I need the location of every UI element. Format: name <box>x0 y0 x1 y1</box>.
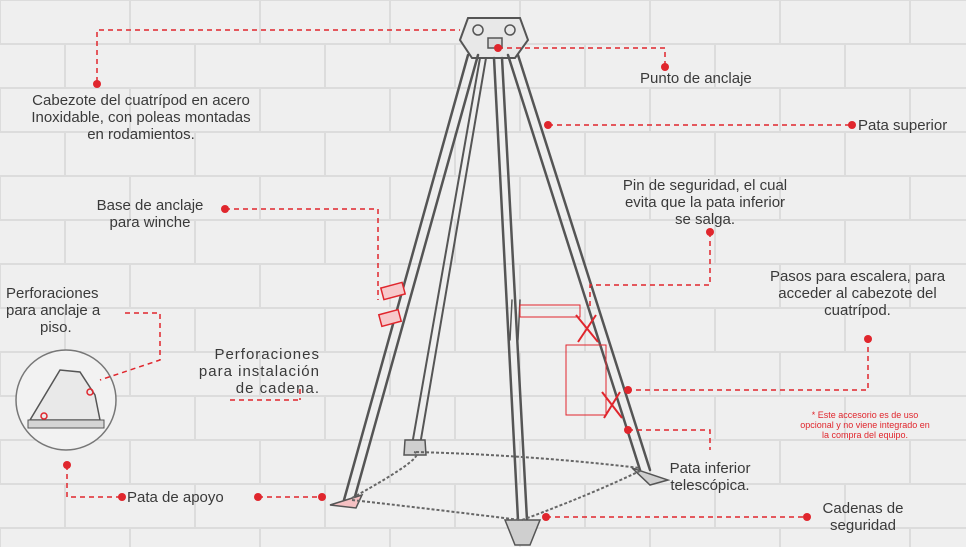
label-perforaciones-piso: Perforaciones para anclaje a piso. <box>6 285 101 336</box>
leg-left <box>342 53 480 502</box>
leader-base-anclaje <box>225 208 379 300</box>
label-cadenas: Cadenas de seguridad <box>822 500 904 534</box>
winch-base <box>377 281 407 328</box>
leg-back-left <box>411 57 487 446</box>
safety-pin-bracket <box>519 304 581 318</box>
label-base-anclaje: Base de anclaje para winche <box>96 197 204 231</box>
foot-back <box>403 439 427 456</box>
leader-pasos <box>628 338 869 391</box>
leader-pin <box>589 232 711 307</box>
leader-punto <box>498 47 666 66</box>
label-perforaciones-cadena: Perforaciones para instalación de cadena… <box>198 346 320 397</box>
leader-perforaciones-cadena <box>230 389 301 401</box>
leg-right <box>506 53 652 472</box>
leader-perforaciones-piso <box>99 312 161 381</box>
leg-center <box>492 56 529 522</box>
label-cabezote: Cabezote del cuatrípod en acero Inoxidab… <box>31 92 251 143</box>
leader-lines <box>66 29 869 518</box>
label-pata-inferior: Pata inferior telescópica. <box>669 460 751 494</box>
foot-right <box>631 467 671 486</box>
note-accesorio-opcional: * Este accesorio es de uso opcional y no… <box>800 410 930 440</box>
callout-dots <box>63 44 872 521</box>
safety-chains <box>351 451 643 521</box>
foot-center <box>503 519 542 546</box>
label-pata-apoyo: Pata de apoyo <box>127 489 224 506</box>
label-pasos-escalera: Pasos para escalera, para acceder al cab… <box>769 268 946 319</box>
detail-circle <box>15 349 117 451</box>
label-pin-seguridad: Pin de seguridad, el cual evita que la p… <box>622 177 788 228</box>
ladder-steps <box>575 314 623 419</box>
leader-pata-apoyo <box>66 465 120 498</box>
ladder-bracket <box>565 344 607 416</box>
label-pata-superior: Pata superior <box>858 117 948 134</box>
leader-cabezote <box>96 29 460 82</box>
leader-pata-inferior <box>628 429 711 450</box>
label-punto-anclaje: Punto de anclaje <box>640 70 752 87</box>
